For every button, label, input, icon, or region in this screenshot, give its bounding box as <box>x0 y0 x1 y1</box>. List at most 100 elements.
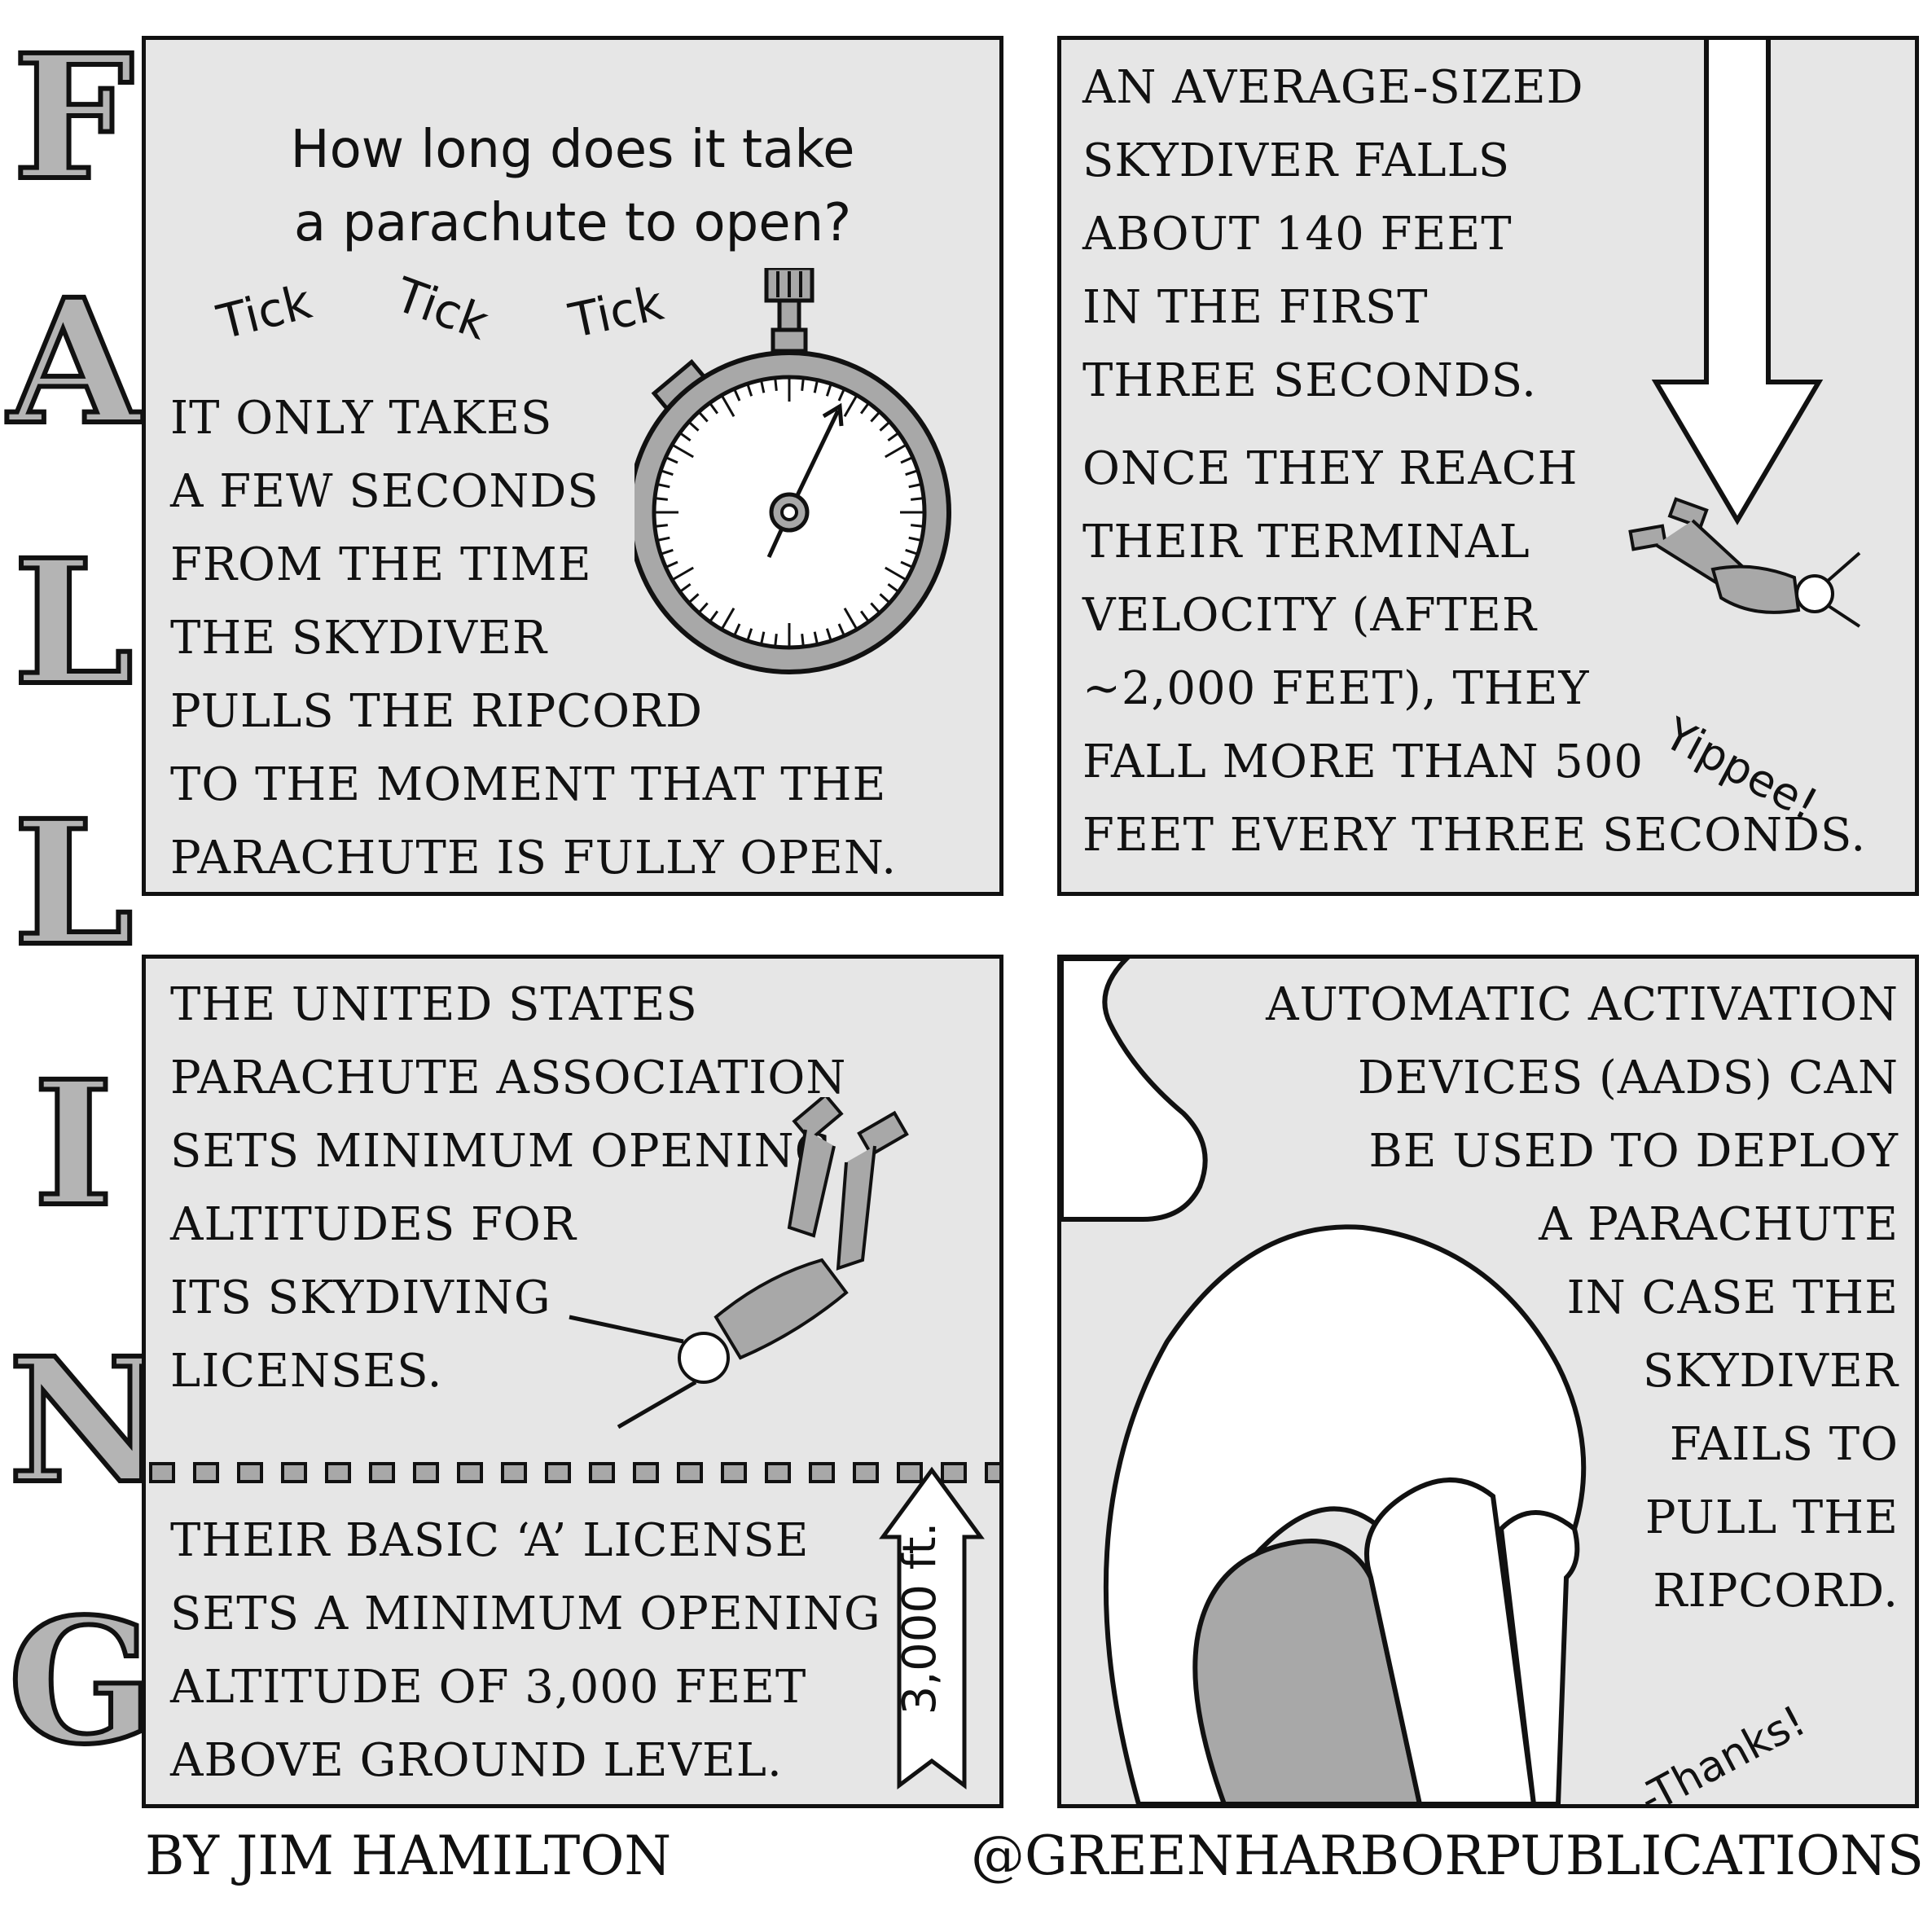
title-letter: G <box>6 1581 156 1782</box>
altitude-dash <box>369 1462 395 1483</box>
stopwatch-tick <box>660 548 674 555</box>
stopwatch-tick <box>825 383 832 397</box>
stopwatch-tick <box>733 388 741 402</box>
altitude-dash <box>501 1462 527 1483</box>
stopwatch-tick <box>760 380 766 393</box>
stopwatch-tick <box>774 377 778 391</box>
stopwatch-tick <box>697 411 709 423</box>
stopwatch-tick <box>887 582 900 593</box>
title-letter: A <box>6 261 143 463</box>
stopwatch-tick <box>837 388 845 402</box>
skydiver-icon <box>1628 497 1861 628</box>
stopwatch-tick <box>813 631 819 645</box>
altitude-dash <box>589 1462 615 1483</box>
stopwatch-tick <box>859 610 870 623</box>
altitude-dash <box>193 1462 219 1483</box>
stopwatch-tick <box>843 394 858 417</box>
altitude-line <box>149 1462 999 1483</box>
title-letter: F <box>10 17 136 218</box>
stopwatch-tick <box>879 420 891 432</box>
altitude-dash <box>985 1462 999 1483</box>
stopwatch-tick <box>870 411 881 423</box>
skydiver-icon <box>569 1097 909 1429</box>
altitude-dash <box>281 1462 307 1483</box>
tick-text: Tick <box>388 266 496 351</box>
panel2-text-a: An average-sized skydiver falls about 14… <box>1082 61 1584 407</box>
stopwatch-tick <box>671 443 694 459</box>
stopwatch-tick <box>905 469 919 476</box>
up-arrow-icon <box>879 1466 985 1789</box>
stopwatch-tick <box>678 582 692 593</box>
stopwatch-tick <box>733 623 741 637</box>
stopwatch-tick <box>746 628 753 642</box>
stopwatch-tick <box>900 456 914 464</box>
stopwatch-tick <box>720 394 735 417</box>
stopwatch-tick <box>720 608 735 630</box>
stopwatch-tick <box>908 536 922 542</box>
publisher-handle: @GreenHarborPublications <box>971 1824 1924 1887</box>
title-letter: L <box>11 522 136 723</box>
altitude-dash <box>765 1462 791 1483</box>
stopwatch-tick <box>813 380 819 393</box>
altitude-dash <box>677 1462 703 1483</box>
panel3-text-b: Their basic ‘A’ license sets a minimum o… <box>170 1514 881 1787</box>
stopwatch-tick <box>665 456 678 464</box>
stopwatch-tick <box>801 377 805 391</box>
stopwatch-tick <box>887 432 900 442</box>
panel1-body: It only takes a few seconds from the tim… <box>170 392 898 885</box>
altitude-dash <box>897 1462 923 1483</box>
stopwatch-tick <box>843 608 858 630</box>
parachute-illustration <box>1061 959 1587 1804</box>
altitude-dash <box>809 1462 835 1483</box>
title-letter: N <box>6 1320 167 1521</box>
down-arrow-icon <box>1651 40 1824 525</box>
author-byline: By Jim Hamilton <box>145 1824 672 1887</box>
stopwatch-tick <box>654 497 668 501</box>
stopwatch-tick <box>885 566 907 582</box>
stopwatch-tick <box>837 623 845 637</box>
stopwatch-tick <box>709 610 719 623</box>
altitude-dash <box>941 1462 967 1483</box>
stopwatch-icon <box>634 268 951 674</box>
panel-uspa-altitude: The United States Parachute Association … <box>142 955 1003 1808</box>
stopwatch-tick <box>870 602 881 614</box>
stopwatch-tick <box>760 631 766 645</box>
stopwatch-tick <box>908 483 922 489</box>
vertical-title: F A L L I N G <box>6 17 167 1784</box>
altitude-dash <box>853 1462 879 1483</box>
altitude-dash <box>149 1462 175 1483</box>
tick-text: Tick <box>212 274 317 350</box>
stopwatch-tick <box>911 497 924 501</box>
stopwatch-tick <box>774 634 778 648</box>
stopwatch-tick <box>746 383 753 397</box>
panel1-question: How long does it take a parachute to ope… <box>290 120 855 253</box>
altitude-dash <box>545 1462 571 1483</box>
stopwatch-tick <box>656 536 670 542</box>
stopwatch-tick <box>900 560 914 569</box>
panel4-text: Automatic Activation Devices (AADs) can … <box>1266 978 1899 1618</box>
altitude-dash <box>721 1462 747 1483</box>
panel3-text-a: The United States Parachute Association … <box>170 978 847 1398</box>
panel-falling-speed: An average-sized skydiver falls about 14… <box>1057 36 1919 896</box>
stopwatch-tick <box>697 602 709 614</box>
stopwatch-tick <box>678 432 692 442</box>
altitude-dash <box>237 1462 263 1483</box>
stopwatch-tick <box>665 560 678 569</box>
altitude-dash <box>413 1462 439 1483</box>
stopwatch-tick <box>656 483 670 489</box>
altitude-label: 3,000 ft. <box>894 1521 946 1715</box>
title-letter: L <box>11 783 136 984</box>
stopwatch-tick <box>885 443 907 459</box>
stopwatch-tick <box>671 566 694 582</box>
stopwatch-tick <box>687 420 700 432</box>
stopwatch-tick <box>654 524 668 528</box>
stopwatch-tick <box>687 593 700 604</box>
altitude-dash <box>325 1462 351 1483</box>
panel-stopwatch: How long does it take a parachute to ope… <box>142 36 1003 896</box>
altitude-dash <box>633 1462 659 1483</box>
stopwatch-tick <box>660 469 674 476</box>
stopwatch-tick <box>801 634 805 648</box>
stopwatch-tick <box>709 402 719 415</box>
stopwatch-tick <box>859 402 870 415</box>
panel-aad: Automatic Activation Devices (AADs) can … <box>1057 955 1919 1808</box>
